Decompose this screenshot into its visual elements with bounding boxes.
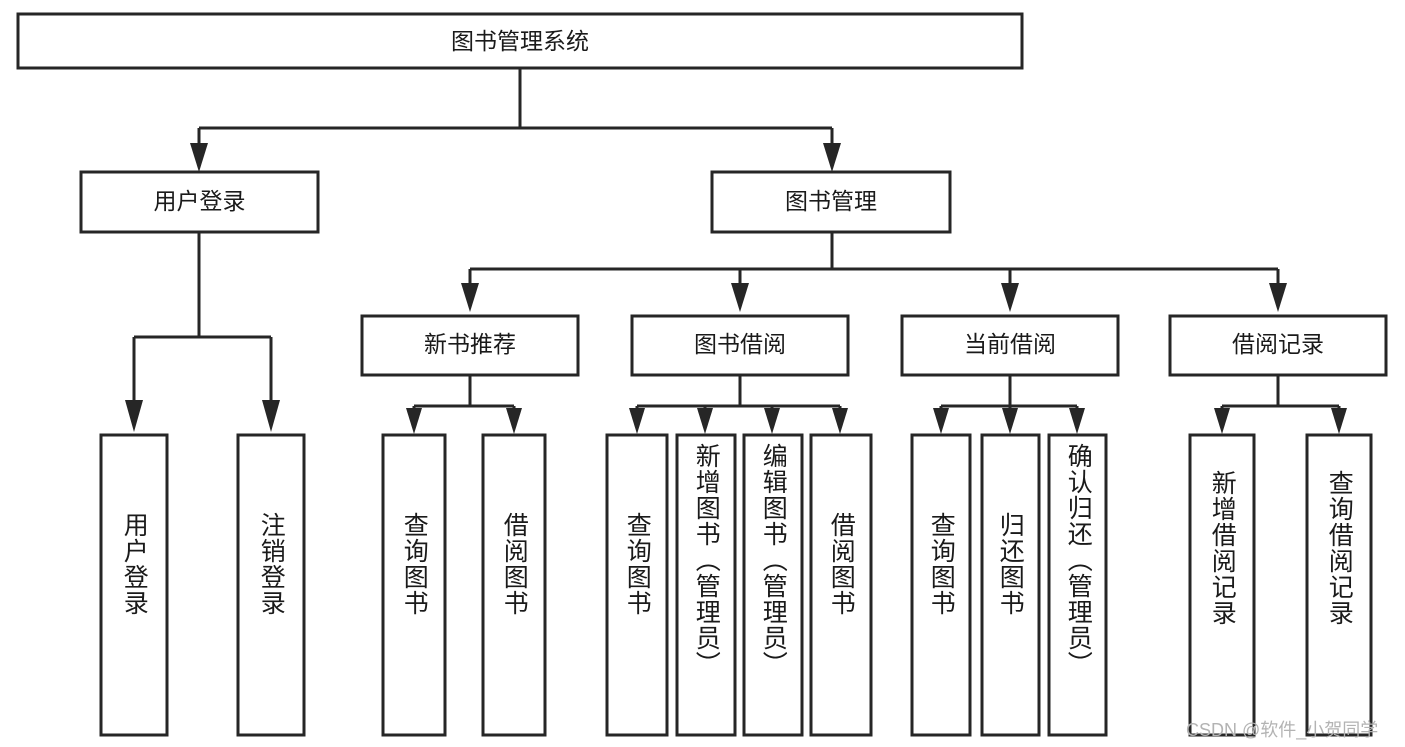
arrow-head-leaf-query-book-2 bbox=[629, 408, 645, 434]
leaf-label-logout: 注销登录 bbox=[257, 512, 286, 616]
leaf-box-edit-book[interactable] bbox=[742, 433, 804, 737]
leaf-box-add-record[interactable] bbox=[1188, 433, 1256, 737]
leaf-label-user-login: 用户登录 bbox=[120, 512, 149, 616]
leaf-box-return-book[interactable] bbox=[980, 433, 1041, 737]
arrow-head-leaf-add-book bbox=[697, 408, 713, 434]
connector-group bbox=[125, 68, 1347, 434]
node-current-borrow-box[interactable] bbox=[900, 314, 1120, 377]
watermark-text: CSDN @软件_小贺同学 bbox=[1186, 720, 1379, 740]
node-new-book-recommend[interactable]: 新书推荐 bbox=[360, 314, 580, 377]
leaf-box-confirm-return[interactable] bbox=[1047, 433, 1108, 737]
node-borrow-records[interactable]: 借阅记录 bbox=[1168, 314, 1388, 377]
arrow-head-book-management bbox=[823, 143, 841, 172]
leaf-box-user-login[interactable] bbox=[99, 433, 169, 737]
node-new-book-recommend-box[interactable] bbox=[360, 314, 580, 377]
leaf-label-return-book: 归还图书 bbox=[996, 512, 1025, 616]
leaf-box-query-book-2[interactable] bbox=[605, 433, 669, 737]
node-new-book-recommend-label: 新书推荐 bbox=[424, 331, 516, 357]
arrow-head-current-borrow bbox=[1001, 283, 1019, 312]
leaf-label-confirm-return: 确认归还（管理员） bbox=[1064, 443, 1093, 677]
leaf-label-query-book-2: 查询图书 bbox=[623, 512, 652, 616]
node-user-login-label: 用户登录 bbox=[154, 188, 246, 214]
leaf-label-add-book: 新增图书（管理员） bbox=[692, 443, 721, 677]
node-book-borrow-label: 图书借阅 bbox=[694, 331, 786, 357]
leaf-label-borrow-book-1: 借阅图书 bbox=[500, 512, 529, 616]
leaf-label-borrow-book-2: 借阅图书 bbox=[827, 512, 856, 616]
node-user-login[interactable]: 用户登录 bbox=[79, 170, 320, 234]
node-book-management-box[interactable] bbox=[710, 170, 952, 234]
arrow-head-borrow-records bbox=[1269, 283, 1287, 312]
leaf-box-borrow-book-1[interactable] bbox=[481, 433, 547, 737]
leaf-label-add-record: 新增借阅记录 bbox=[1208, 470, 1237, 626]
leaf-box-query-record[interactable] bbox=[1305, 433, 1373, 737]
leaf-box-add-book[interactable] bbox=[675, 433, 737, 737]
arrow-head-user-login bbox=[190, 143, 208, 172]
arrow-head-leaf-query-book-3 bbox=[933, 408, 949, 434]
arrow-head-leaf-return-book bbox=[1002, 408, 1018, 434]
leaf-label-edit-book: 编辑图书（管理员） bbox=[759, 443, 788, 677]
node-borrow-records-label: 借阅记录 bbox=[1232, 331, 1324, 357]
node-user-login-box[interactable] bbox=[79, 170, 320, 234]
arrow-head-leaf-add-record bbox=[1214, 408, 1230, 434]
leaf-box-group bbox=[99, 433, 1373, 737]
arrow-head-leaf-query-record bbox=[1331, 408, 1347, 434]
arrow-head-leaf-borrow-book-2 bbox=[832, 408, 848, 434]
node-book-management[interactable]: 图书管理 bbox=[710, 170, 952, 234]
node-current-borrow-label: 当前借阅 bbox=[964, 331, 1056, 357]
leaf-label-query-book-3: 查询图书 bbox=[927, 512, 956, 616]
arrow-head-book-borrow bbox=[731, 283, 749, 312]
node-root-label: 图书管理系统 bbox=[451, 28, 589, 54]
node-root-box[interactable] bbox=[16, 12, 1024, 70]
node-current-borrow[interactable]: 当前借阅 bbox=[900, 314, 1120, 377]
leaf-label-query-book-1: 查询图书 bbox=[400, 512, 429, 616]
leaf-box-logout[interactable] bbox=[236, 433, 306, 737]
node-root[interactable]: 图书管理系统 bbox=[16, 12, 1024, 70]
arrow-head-leaf-confirm-return bbox=[1069, 408, 1085, 434]
arrow-head-leaf-edit-book bbox=[764, 408, 780, 434]
leaf-box-query-book-3[interactable] bbox=[910, 433, 972, 737]
arrow-head-leaf-user-login bbox=[125, 400, 143, 432]
node-borrow-records-box[interactable] bbox=[1168, 314, 1388, 377]
leaf-box-borrow-book-2[interactable] bbox=[809, 433, 873, 737]
arrow-head-leaf-logout bbox=[262, 400, 280, 432]
node-book-borrow[interactable]: 图书借阅 bbox=[630, 314, 850, 377]
leaf-label-query-record: 查询借阅记录 bbox=[1325, 470, 1354, 626]
arrow-head-leaf-borrow-book-1 bbox=[506, 408, 522, 434]
leaf-box-query-book-1[interactable] bbox=[381, 433, 447, 737]
node-book-management-label: 图书管理 bbox=[785, 188, 877, 214]
arrow-head-new-book-recommend bbox=[461, 283, 479, 312]
arrow-head-leaf-query-book-1 bbox=[406, 408, 422, 434]
node-book-borrow-box[interactable] bbox=[630, 314, 850, 377]
